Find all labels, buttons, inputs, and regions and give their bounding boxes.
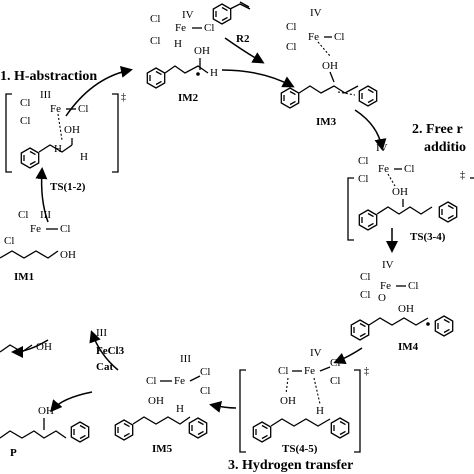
svg-text:Cl: Cl bbox=[286, 41, 296, 53]
svg-text:Fe: Fe bbox=[304, 365, 315, 377]
svg-text:IV: IV bbox=[310, 347, 322, 359]
step3-label: 3. Hydrogen transfer bbox=[228, 458, 353, 473]
svg-text:Fe: Fe bbox=[378, 163, 389, 175]
svg-text:Cl: Cl bbox=[358, 173, 368, 185]
svg-text:Cl: Cl bbox=[278, 365, 288, 377]
catalyst-entry: III FeCl3 Cat bbox=[96, 327, 125, 373]
svg-text:H: H bbox=[176, 403, 184, 415]
svg-text:Cl: Cl bbox=[330, 357, 340, 369]
svg-text:OH: OH bbox=[280, 395, 296, 407]
svg-text:III: III bbox=[96, 327, 107, 339]
svg-text:OH: OH bbox=[60, 249, 76, 261]
step1-label: 1. H-abstraction bbox=[0, 69, 97, 84]
svg-text:Cl: Cl bbox=[334, 31, 344, 43]
arrow-ts45-to-im5 bbox=[209, 401, 237, 413]
svg-text:IM5: IM5 bbox=[152, 443, 173, 455]
ts12-structure: ‡ III Cl Fe Cl Cl OH H H TS(1-2) bbox=[5, 89, 126, 193]
svg-text:IM3: IM3 bbox=[316, 116, 337, 128]
svg-text:‡: ‡ bbox=[364, 366, 369, 377]
svg-text:III: III bbox=[180, 353, 191, 365]
svg-text:OH: OH bbox=[38, 405, 54, 417]
arrow-im2-to-im3 bbox=[221, 69, 295, 88]
svg-text:Cl: Cl bbox=[146, 375, 156, 387]
svg-text:IV: IV bbox=[310, 7, 322, 19]
svg-text:Fe: Fe bbox=[308, 31, 319, 43]
svg-text:Fe: Fe bbox=[50, 103, 61, 115]
svg-text:OH: OH bbox=[194, 45, 210, 57]
r2-structure: R2 bbox=[212, 1, 251, 45]
svg-text:H: H bbox=[174, 38, 182, 50]
svg-text:Cl: Cl bbox=[358, 155, 368, 167]
svg-text:Cl: Cl bbox=[200, 385, 210, 397]
svg-text:Cl: Cl bbox=[20, 115, 30, 127]
product-structure: OH P bbox=[0, 405, 90, 459]
svg-text:OH: OH bbox=[322, 60, 338, 72]
svg-text:H: H bbox=[210, 67, 218, 79]
svg-text:IM4: IM4 bbox=[398, 341, 419, 353]
im2-structure: IV Cl Fe Cl Cl H OH H IM2 bbox=[146, 9, 218, 104]
im5-structure: III Cl Fe Cl Cl OH H IM5 bbox=[114, 353, 210, 455]
svg-text:IV: IV bbox=[382, 259, 394, 271]
svg-text:Cl: Cl bbox=[4, 235, 14, 247]
svg-text:H: H bbox=[316, 405, 324, 417]
svg-text:H: H bbox=[80, 151, 88, 163]
svg-text:Fe: Fe bbox=[30, 223, 41, 235]
svg-text:Cl: Cl bbox=[330, 375, 340, 387]
svg-text:OH: OH bbox=[148, 395, 164, 407]
svg-text:Cl: Cl bbox=[60, 223, 70, 235]
svg-text:Fe: Fe bbox=[174, 375, 185, 387]
im4-structure: IV Cl Fe Cl Cl O OH IM4 bbox=[350, 259, 454, 353]
arrow-r2-in bbox=[224, 37, 265, 64]
svg-text:Cl: Cl bbox=[150, 35, 160, 47]
svg-text:OH: OH bbox=[36, 341, 52, 353]
svg-text:IM2: IM2 bbox=[178, 92, 199, 104]
svg-text:P: P bbox=[10, 447, 17, 459]
arrow-substrate-in bbox=[11, 339, 49, 358]
step2-label-line1: 2. Free r bbox=[412, 122, 463, 137]
substrate-structure: OH bbox=[0, 341, 52, 353]
svg-text:FeCl3: FeCl3 bbox=[96, 345, 125, 357]
svg-text:IM1: IM1 bbox=[14, 271, 34, 283]
svg-text:Cl: Cl bbox=[360, 289, 370, 301]
im3-structure: IV Cl Fe Cl Cl OH IM3 bbox=[280, 7, 378, 128]
step2-label-line2: additio bbox=[424, 140, 466, 155]
svg-text:Fe: Fe bbox=[380, 280, 391, 292]
svg-text:TS(1-2): TS(1-2) bbox=[50, 181, 86, 193]
svg-text:Cl: Cl bbox=[78, 103, 88, 115]
arrow-product-out bbox=[50, 391, 93, 413]
svg-text:Cl: Cl bbox=[200, 366, 210, 378]
svg-text:Cat: Cat bbox=[96, 361, 113, 373]
svg-text:Cl: Cl bbox=[18, 209, 28, 221]
svg-text:IV: IV bbox=[182, 9, 194, 21]
svg-text:‡: ‡ bbox=[460, 170, 465, 181]
ts34-structure: ‡ IV Cl Fe Cl Cl OH TS(3-4) bbox=[347, 142, 474, 243]
svg-text:‡: ‡ bbox=[121, 92, 126, 103]
svg-text:Cl: Cl bbox=[20, 97, 30, 109]
svg-text:IV: IV bbox=[376, 142, 388, 154]
svg-text:TS(4-5): TS(4-5) bbox=[282, 443, 318, 455]
arrow-im3-to-ts34 bbox=[354, 109, 387, 151]
svg-text:R2: R2 bbox=[236, 33, 250, 45]
svg-text:Cl: Cl bbox=[408, 280, 418, 292]
svg-text:Cl: Cl bbox=[204, 22, 214, 34]
arrow-im1-to-ts12 bbox=[35, 167, 49, 223]
im1-structure: III Cl Fe Cl Cl OH IM1 bbox=[0, 209, 76, 283]
svg-text:Cl: Cl bbox=[286, 21, 296, 33]
svg-text:III: III bbox=[40, 209, 51, 221]
svg-text:O: O bbox=[378, 292, 386, 304]
svg-text:OH: OH bbox=[64, 124, 80, 136]
svg-text:Cl: Cl bbox=[404, 163, 414, 175]
svg-text:OH: OH bbox=[398, 303, 414, 315]
ts45-structure: ‡ IV Cl Fe Cl Cl OH H TS(4-5) bbox=[239, 347, 369, 455]
svg-text:III: III bbox=[40, 89, 51, 101]
svg-text:Cl: Cl bbox=[360, 271, 370, 283]
arrow-im4-to-ts45 bbox=[333, 347, 363, 364]
svg-text:TS(3-4): TS(3-4) bbox=[410, 231, 446, 243]
svg-text:Cl: Cl bbox=[150, 13, 160, 25]
arrow-im5-to-im1 bbox=[89, 330, 119, 371]
svg-text:Fe: Fe bbox=[175, 22, 186, 34]
svg-text:OH: OH bbox=[392, 186, 408, 198]
